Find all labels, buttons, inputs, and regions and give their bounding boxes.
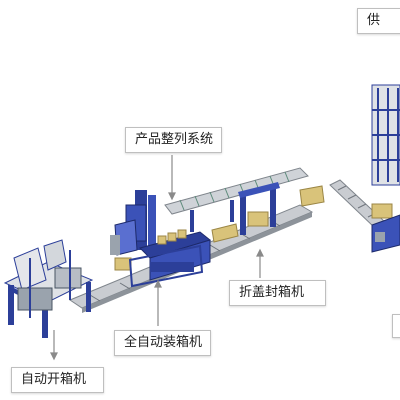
label-auto-open: 自动开箱机: [11, 367, 104, 393]
label-fold-seal: 折盖封箱机: [229, 280, 326, 306]
label-edge-cropped: [392, 314, 400, 338]
sealing-machine: [211, 182, 280, 243]
alignment-system: [164, 167, 325, 232]
callout-arrows: [50, 155, 264, 361]
label-supply: 供: [357, 8, 400, 34]
packing-machine: [110, 190, 212, 281]
base-frame: [128, 244, 204, 288]
case-erector-machine: [3, 239, 94, 338]
label-product-alignment: 产品整列系统: [125, 127, 222, 153]
label-auto-pack: 全自动装箱机: [114, 330, 211, 356]
outfeed-conveyor: [329, 179, 393, 229]
supply-rack: [371, 84, 400, 253]
